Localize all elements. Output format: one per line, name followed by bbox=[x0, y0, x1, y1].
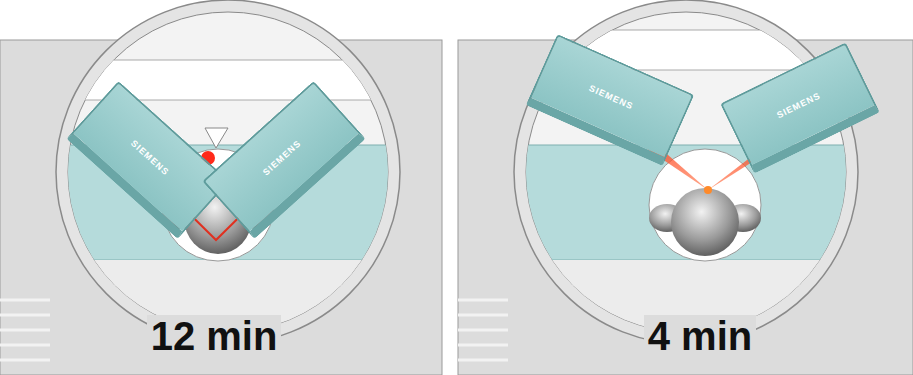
left-panel bbox=[0, 0, 442, 375]
scan-time: 4 min bbox=[644, 315, 756, 357]
brand-label: SIEMENS bbox=[129, 138, 171, 177]
base-stripes bbox=[0, 300, 50, 360]
brand-label: SIEMENS bbox=[261, 138, 303, 177]
detector-hinge bbox=[205, 128, 228, 148]
focus-point bbox=[704, 186, 712, 194]
brand-label: SIEMENS bbox=[588, 83, 635, 111]
scan-time: 12 min bbox=[147, 315, 282, 357]
teal-band bbox=[500, 145, 880, 260]
base-stripes bbox=[458, 300, 508, 360]
brand-label: SIEMENS bbox=[775, 90, 822, 120]
patient-figure bbox=[649, 188, 761, 256]
right-panel bbox=[458, 0, 913, 375]
